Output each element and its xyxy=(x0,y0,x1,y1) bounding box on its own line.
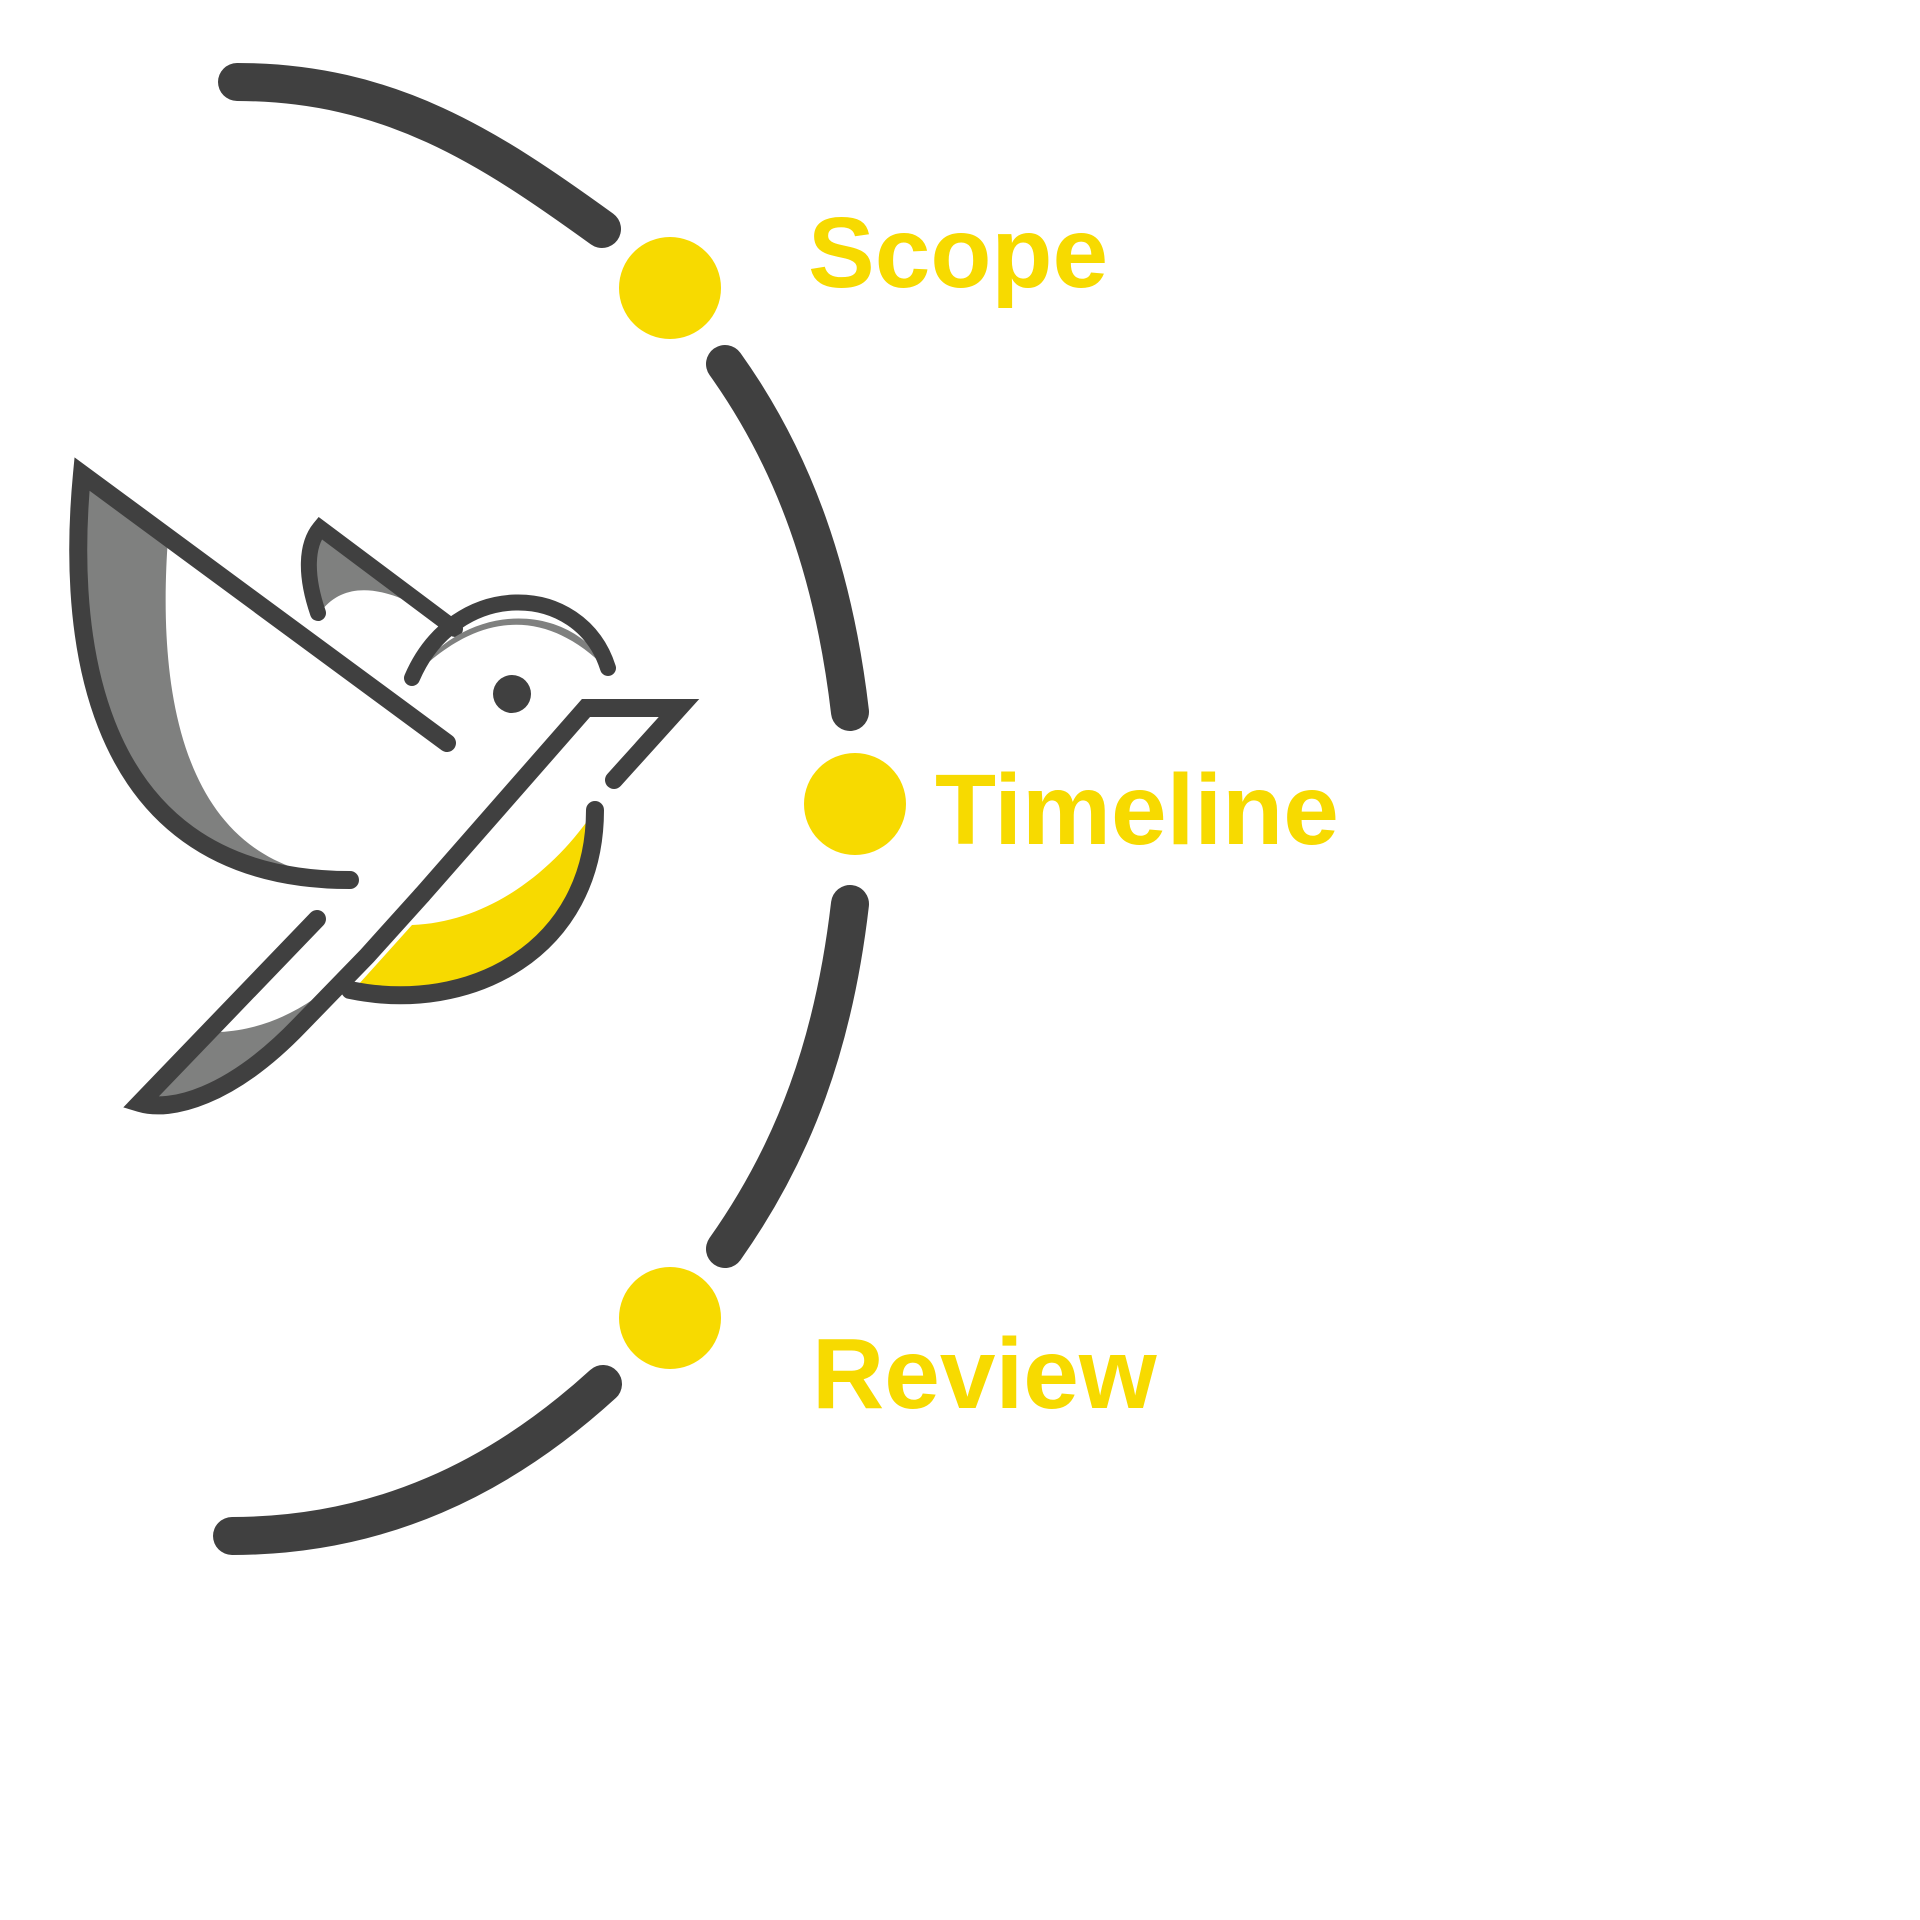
step-marker-review xyxy=(619,1267,721,1369)
step-marker-timeline xyxy=(804,753,906,855)
arc-segment-bottom xyxy=(213,1365,622,1555)
bird-eye xyxy=(493,675,531,713)
bird-icon xyxy=(69,457,700,1115)
bird-upper-wing-outline xyxy=(69,457,456,889)
arc-segment-top xyxy=(218,63,621,248)
step-label-timeline: Timeline xyxy=(935,754,1339,866)
bird-belly-outline xyxy=(341,801,604,1005)
bird-beak xyxy=(413,699,700,904)
bird-head-outline xyxy=(404,594,616,686)
bird-body-line xyxy=(123,886,431,1115)
bird-upper-wing-shade xyxy=(80,474,350,879)
bird-back-wing-outline xyxy=(300,517,463,637)
step-marker-scope xyxy=(619,237,721,339)
bird-head-shade xyxy=(412,618,608,678)
arc-segment-lower xyxy=(706,885,869,1268)
step-label-review: Review xyxy=(812,1318,1157,1430)
arc-segment-upper xyxy=(706,345,869,731)
step-label-scope: Scope xyxy=(808,197,1108,309)
bird-tail-shade xyxy=(140,930,385,1105)
arc-track xyxy=(213,63,869,1555)
